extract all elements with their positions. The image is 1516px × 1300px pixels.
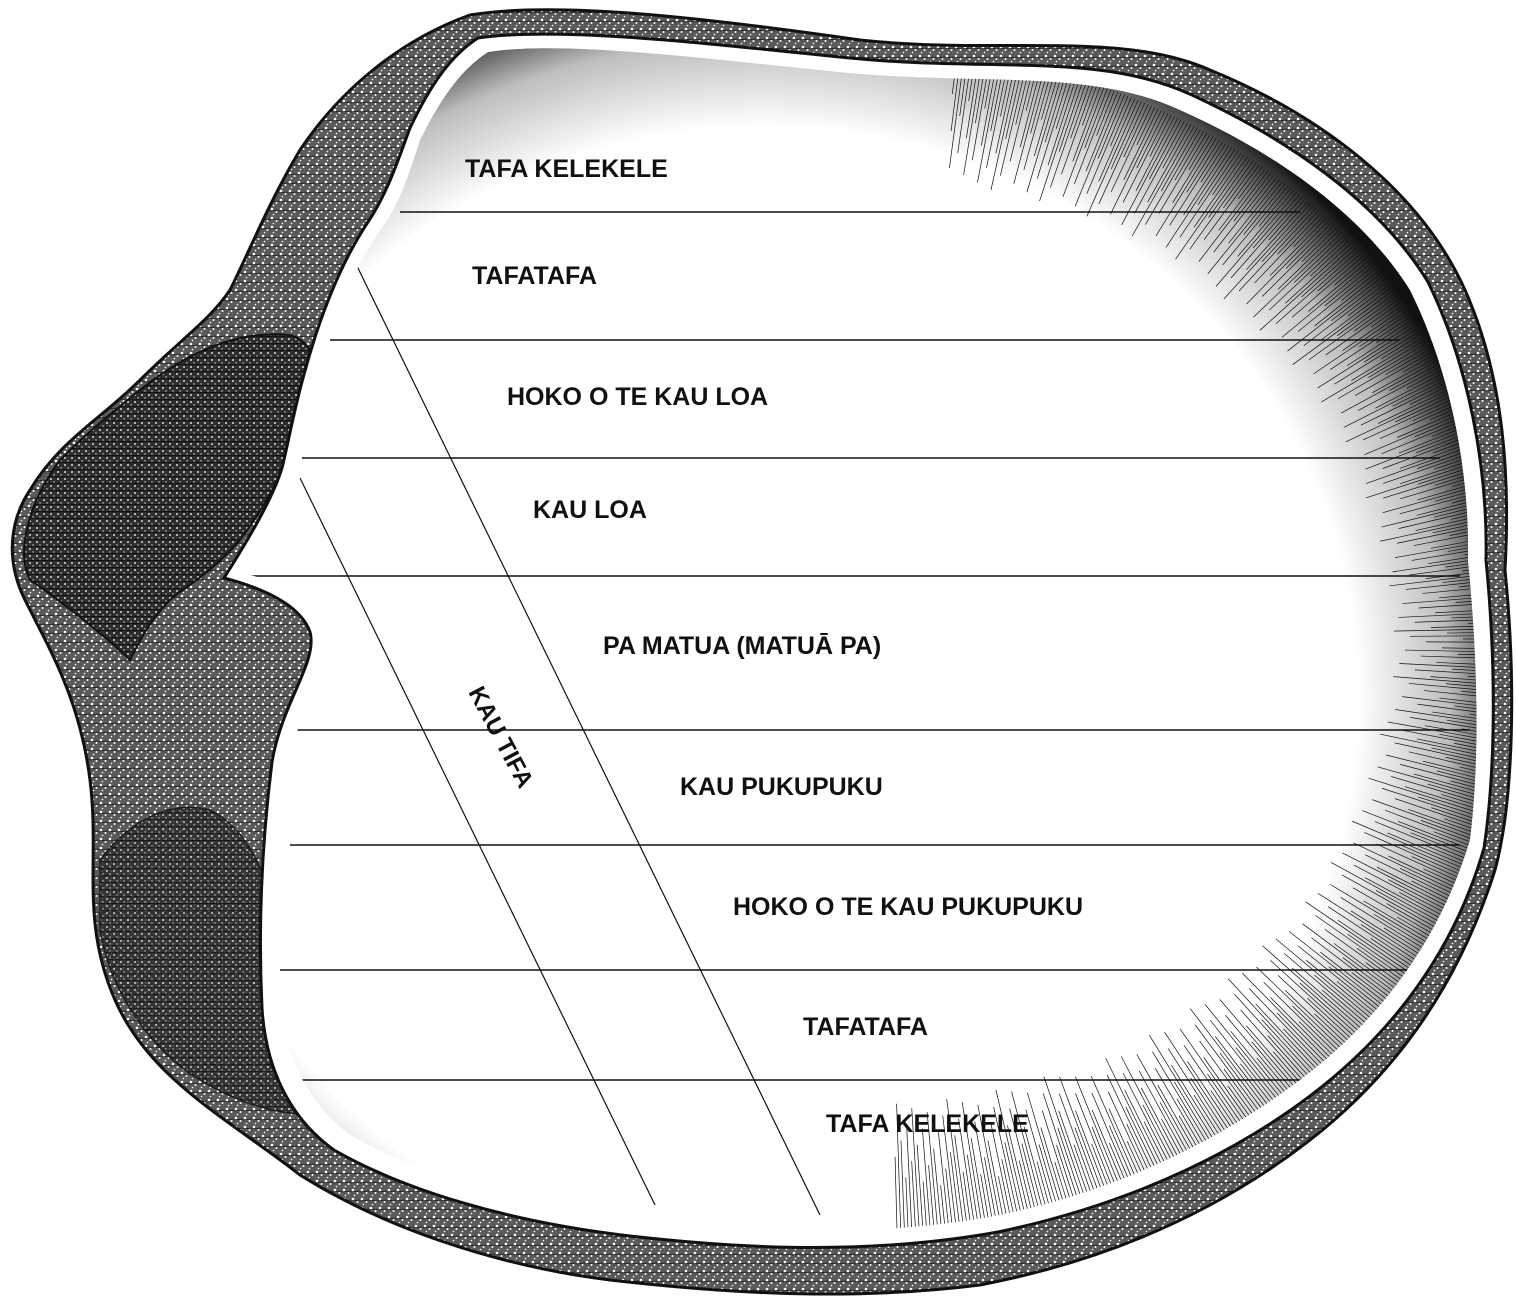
zone-label-bottom-tafatafa: TAFATAFA (803, 1013, 928, 1041)
zone-label-pa-matua: PA MATUA (MATUĀ PA) (603, 632, 881, 660)
lagoon (250, 48, 1516, 1231)
zone-label-kau-pukupuku: KAU PUKUPUKU (680, 773, 883, 801)
zone-label-hoko-o-te-kau-pukupuku: HOKO O TE KAU PUKUPUKU (733, 893, 1083, 921)
zone-label-bottom-tafa-kelekele: TAFA KELEKELE (826, 1110, 1029, 1138)
zone-label-kau-loa: KAU LOA (533, 496, 647, 524)
zone-label-top-tafa-kelekele: TAFA KELEKELE (465, 155, 668, 183)
zone-label-top-tafatafa: TAFATAFA (472, 262, 597, 290)
zone-label-hoko-o-te-kau-loa: HOKO O TE KAU LOA (507, 383, 768, 411)
